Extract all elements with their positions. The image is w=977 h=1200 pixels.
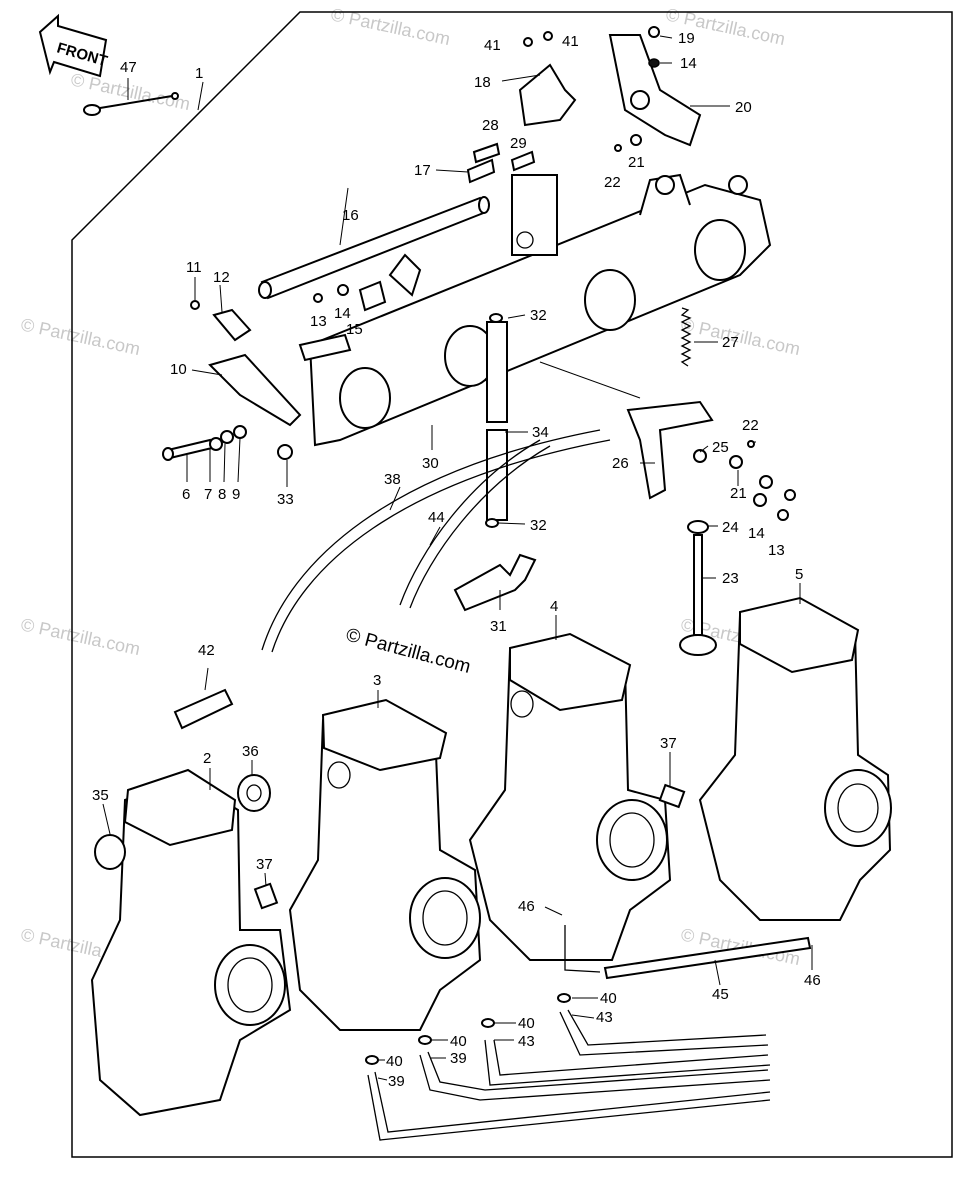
callout-39b: 39 — [450, 1050, 467, 1067]
callout-13a: 13 — [310, 313, 327, 330]
callout-31: 31 — [490, 618, 507, 635]
callout-25: 25 — [712, 439, 729, 456]
bracket-parts-left — [162, 253, 422, 461]
bracket-26 — [626, 400, 796, 534]
small-fittings — [173, 688, 686, 910]
watermark: © Partzilla.com — [19, 314, 142, 359]
callout-27: 27 — [722, 334, 739, 351]
callout-10: 10 — [170, 361, 187, 378]
callout-45: 45 — [712, 986, 729, 1003]
callout-32a: 32 — [530, 307, 547, 324]
callout-6: 6 — [182, 486, 190, 503]
spring-27 — [680, 307, 692, 367]
callout-8: 8 — [218, 486, 226, 503]
callout-46a: 46 — [518, 898, 535, 915]
diagram-frame — [71, 11, 953, 1158]
leader-lines — [102, 35, 813, 1081]
callout-33: 33 — [277, 491, 294, 508]
callout-42: 42 — [198, 642, 215, 659]
callout-37a: 37 — [256, 856, 273, 873]
callout-24: 24 — [722, 519, 739, 536]
callout-43a: 43 — [518, 1033, 535, 1050]
carburetor-2 — [90, 768, 292, 1117]
drain-hoses — [365, 925, 812, 1141]
callout-46b: 46 — [804, 972, 821, 989]
callout-29: 29 — [510, 135, 527, 152]
callout-21a: 21 — [628, 154, 645, 171]
manifold-plate — [308, 173, 772, 447]
callout-5: 5 — [795, 566, 803, 583]
callout-37b: 37 — [660, 735, 677, 752]
callout-12: 12 — [213, 269, 230, 286]
callout-14c: 14 — [748, 525, 765, 542]
callout-16: 16 — [342, 207, 359, 224]
callout-47: 47 — [120, 59, 137, 76]
callout-39a: 39 — [388, 1073, 405, 1090]
callout-22b: 22 — [742, 417, 759, 434]
throttle-shaft — [258, 196, 490, 300]
callout-36: 36 — [242, 743, 259, 760]
callout-14b: 14 — [680, 55, 697, 72]
carburetor-3 — [288, 698, 482, 1031]
callout-41b: 41 — [562, 33, 579, 50]
callout-40a: 40 — [386, 1053, 403, 1070]
callout-32b: 32 — [530, 517, 547, 534]
carburetor-4 — [468, 632, 672, 961]
linkage-parts — [466, 26, 702, 184]
callout-9: 9 — [232, 486, 240, 503]
callout-17: 17 — [414, 162, 431, 179]
callout-14a: 14 — [334, 305, 351, 322]
callout-40c: 40 — [518, 1015, 535, 1032]
watermark: © Partzilla.com — [329, 4, 452, 49]
callout-40b: 40 — [450, 1033, 467, 1050]
callout-21b: 21 — [730, 485, 747, 502]
callout-15: 15 — [346, 321, 363, 338]
part-47-strap — [83, 92, 179, 116]
adjuster-23 — [679, 534, 717, 656]
vent-hoses — [261, 313, 611, 653]
callout-35: 35 — [92, 787, 109, 804]
callout-30: 30 — [422, 455, 439, 472]
callout-40d: 40 — [600, 990, 617, 1007]
carburetor-5 — [698, 596, 892, 921]
callout-13b: 13 — [768, 542, 785, 559]
callout-28: 28 — [482, 117, 499, 134]
callout-18: 18 — [474, 74, 491, 91]
callout-4: 4 — [550, 598, 558, 615]
callout-38: 38 — [384, 471, 401, 488]
copyright-label: © Partzilla.com — [344, 625, 473, 678]
callout-26: 26 — [612, 455, 629, 472]
callout-19: 19 — [678, 30, 695, 47]
callout-labels: 1 2 3 4 5 6 7 8 9 10 11 12 13 13 14 14 1… — [92, 30, 821, 1090]
callout-20: 20 — [735, 99, 752, 116]
callout-1: 1 — [195, 65, 203, 82]
callout-34: 34 — [532, 424, 549, 441]
callout-2: 2 — [203, 750, 211, 767]
callout-41a: 41 — [484, 37, 501, 54]
callout-11: 11 — [186, 259, 202, 276]
callout-22a: 22 — [604, 174, 621, 191]
front-arrow: FRONT — [38, 13, 109, 78]
watermark: © Partzilla.com — [19, 614, 142, 659]
callout-44: 44 — [428, 509, 445, 526]
callout-3: 3 — [373, 672, 381, 689]
watermark: © Partzilla.com — [679, 314, 802, 359]
callout-7: 7 — [204, 486, 212, 503]
callout-23: 23 — [722, 570, 739, 587]
callout-43b: 43 — [596, 1009, 613, 1026]
